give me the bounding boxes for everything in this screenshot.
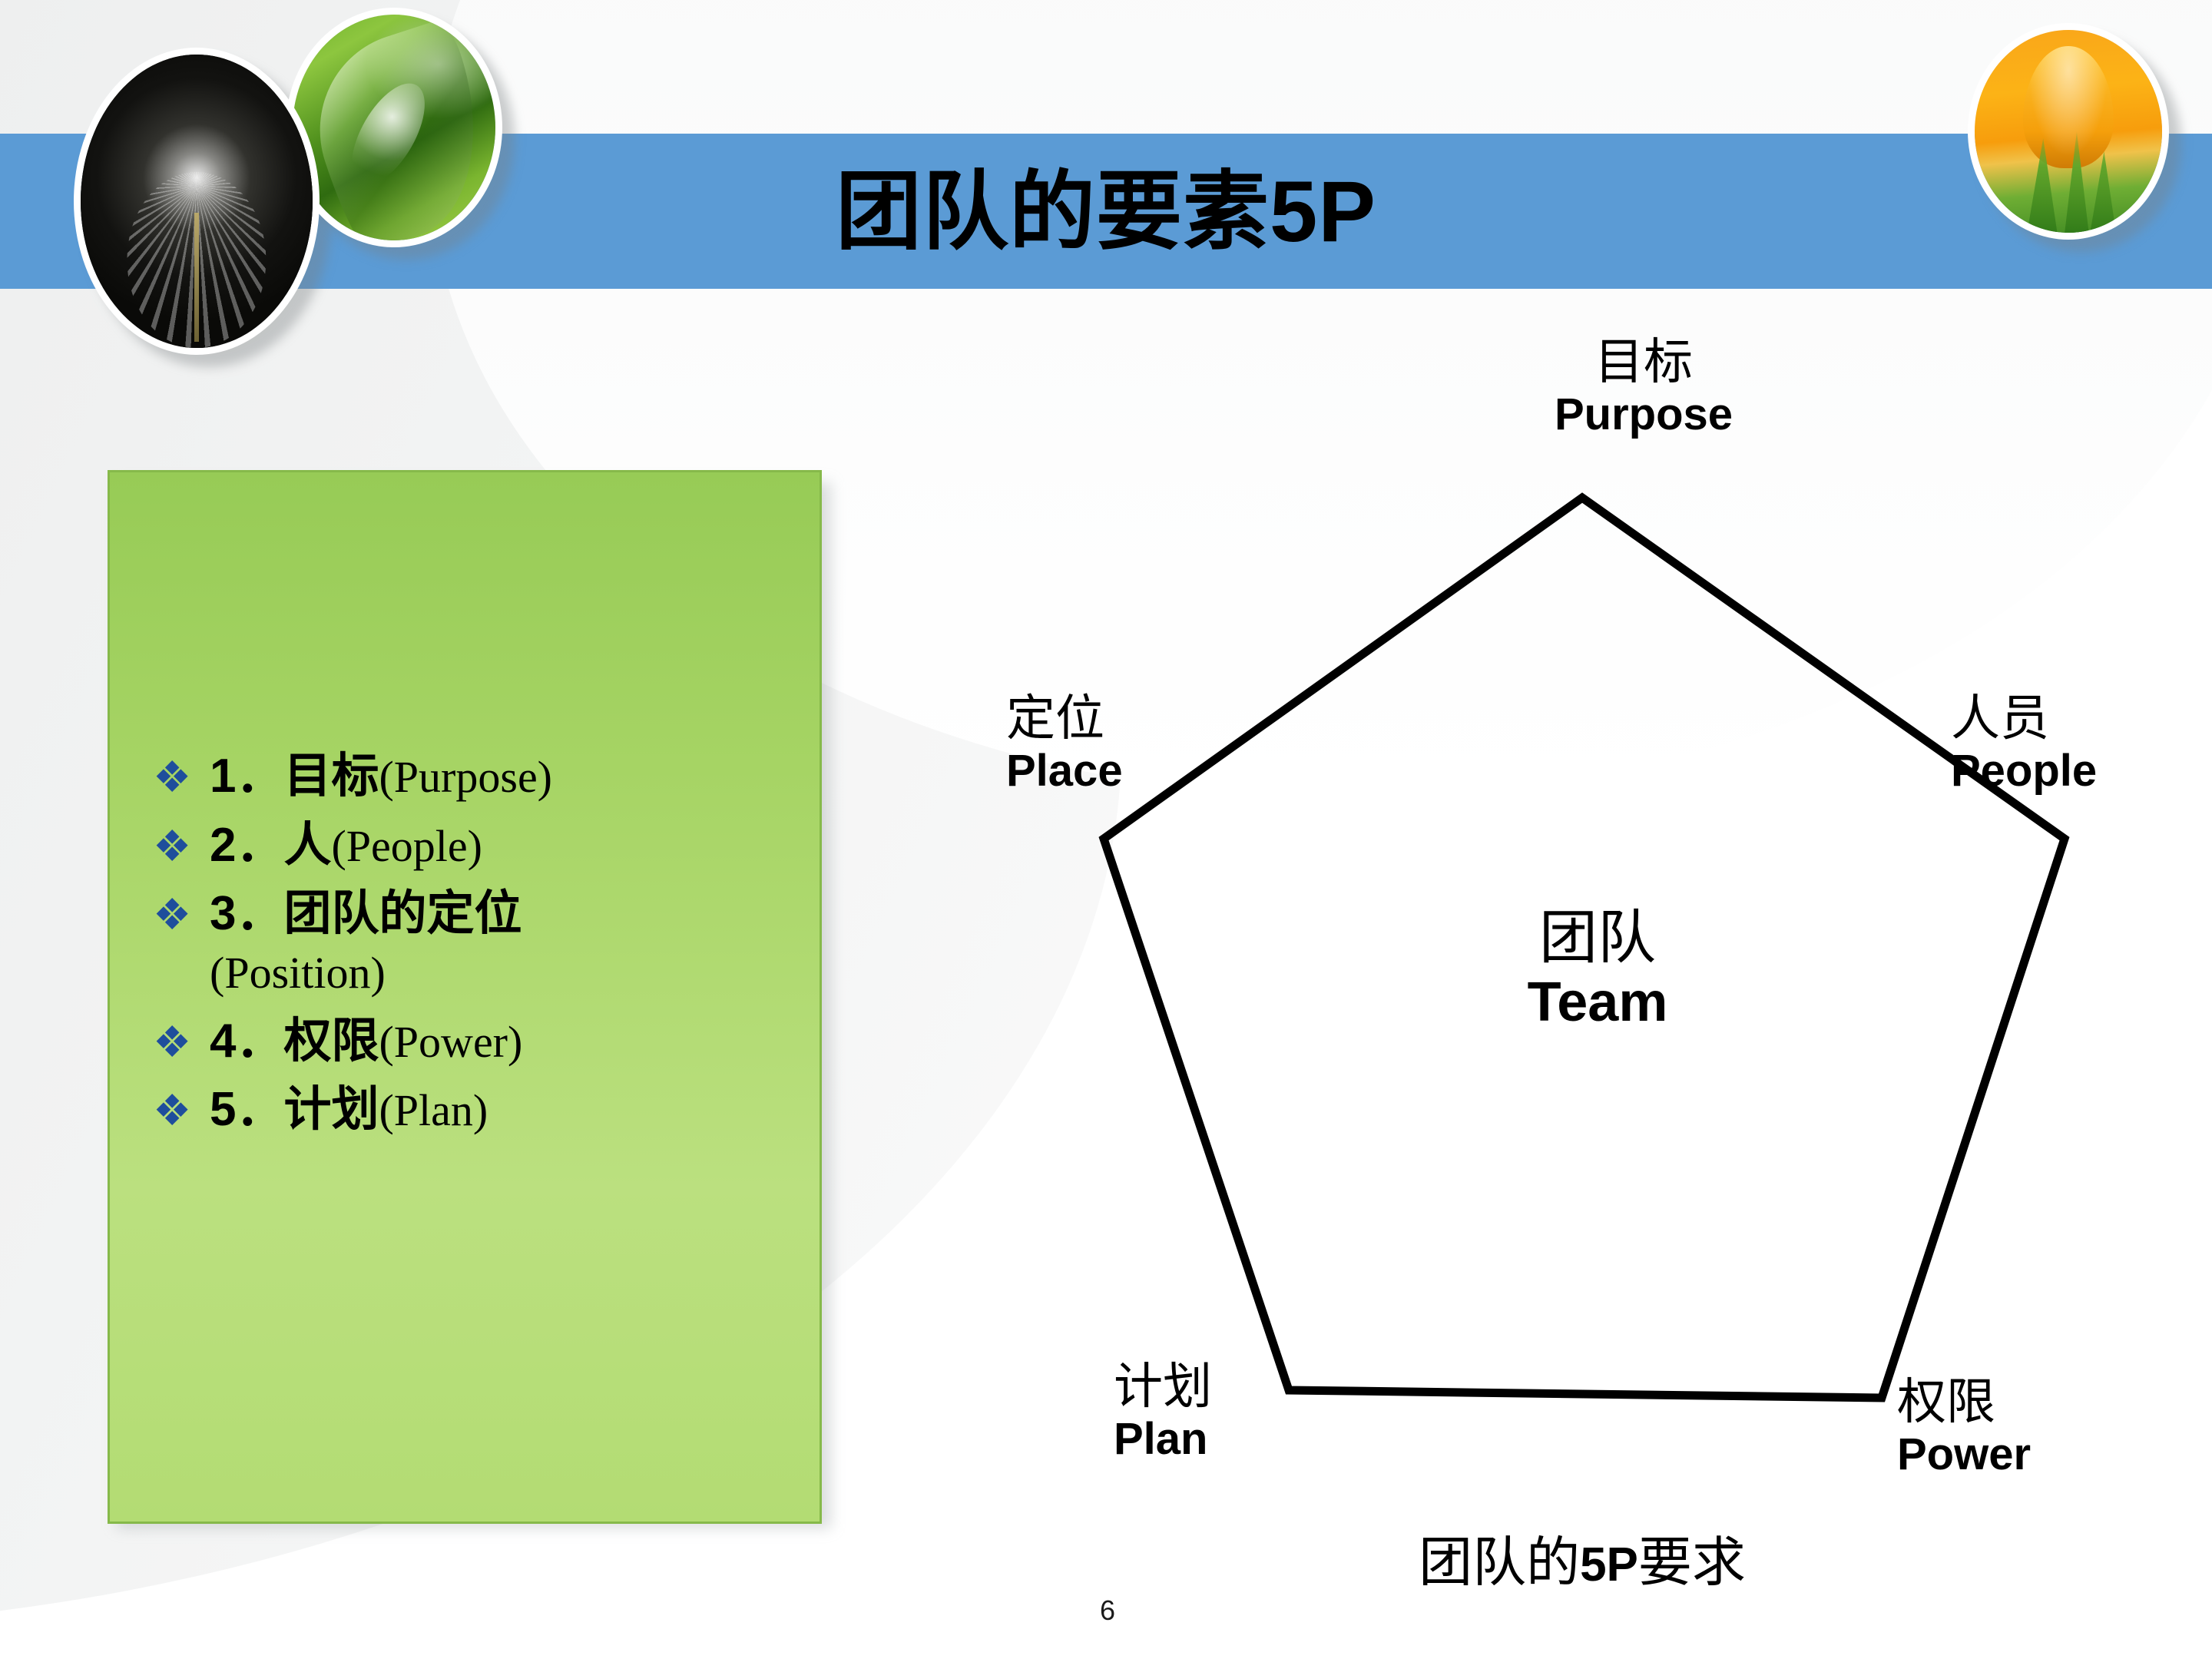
page-number: 6 xyxy=(1100,1594,1116,1626)
star-caption-pre: 团队的 xyxy=(1419,1534,1581,1593)
list-item: ❖ 5．计划(Plan) xyxy=(153,1081,796,1139)
diamond-bullet-icon: ❖ xyxy=(153,1017,192,1066)
star-diagram xyxy=(1022,307,2151,1659)
list-item: ❖ 3．团队的定位 (Position) xyxy=(153,885,796,1001)
list-item-en: (Power) xyxy=(379,1016,523,1067)
star-label-plan-cn: 计划 xyxy=(1114,1359,1212,1414)
star-caption-num: 5P xyxy=(1580,1538,1638,1591)
star-label-place-en: Place xyxy=(1006,745,1123,796)
list-item-en: (Position) xyxy=(210,947,386,998)
list-item-text: 4．权限(Power) xyxy=(210,1012,796,1071)
list-item-en: (People) xyxy=(331,820,482,871)
list-item: ❖ 2．人(People) xyxy=(153,816,796,875)
star-caption: 团队的5P要求 xyxy=(1198,1519,1966,1597)
pentagram-svg xyxy=(1098,492,2070,1402)
diamond-bullet-icon: ❖ xyxy=(153,821,192,870)
dandelion-image xyxy=(81,55,313,348)
page-title: 团队的要素5P xyxy=(836,164,1376,260)
star-label-purpose: 目标 Purpose xyxy=(1475,335,1813,440)
star-center-cn: 团队 xyxy=(1539,906,1656,971)
star-label-place: 定位 Place xyxy=(1006,691,1260,796)
list-item: ❖ 4．权限(Power) xyxy=(153,1012,796,1071)
tulip-image xyxy=(1975,30,2162,233)
bullet-list: ❖ 1．目标(Purpose) ❖ 2．人(People) ❖ 3．团队的定位 (… xyxy=(110,747,824,1150)
star-label-place-cn: 定位 xyxy=(1006,691,1104,746)
content-box: ❖ 1．目标(Purpose) ❖ 2．人(People) ❖ 3．团队的定位 (… xyxy=(108,470,822,1524)
dandelion-photo-circle xyxy=(74,48,320,355)
leaf-image xyxy=(293,15,495,240)
star-label-power: 权限 Power xyxy=(1897,1375,2151,1480)
star-center-label: 团队 Team xyxy=(1436,906,1759,1034)
tulip-photo-circle xyxy=(1968,23,2169,240)
star-label-power-cn: 权限 xyxy=(1897,1375,1995,1429)
diamond-bullet-icon: ❖ xyxy=(153,890,192,939)
list-item-cn: 5．计划 xyxy=(210,1083,379,1137)
list-item-text: 2．人(People) xyxy=(210,816,796,875)
list-item-text: 5．计划(Plan) xyxy=(210,1081,796,1139)
list-item-cn: 3．团队的定位 xyxy=(210,887,522,941)
list-item-en: (Purpose) xyxy=(379,752,552,802)
list-item: ❖ 1．目标(Purpose) xyxy=(153,747,796,806)
list-item-en: (Plan) xyxy=(379,1085,488,1136)
list-item-cn: 1．目标 xyxy=(210,750,379,803)
star-caption-post: 要求 xyxy=(1637,1534,1746,1593)
star-label-plan-en: Plan xyxy=(1114,1413,1208,1464)
diamond-bullet-icon: ❖ xyxy=(153,1086,192,1135)
list-item-cn: 2．人 xyxy=(210,818,332,872)
list-item-text: 3．团队的定位 (Position) xyxy=(210,885,796,1001)
star-label-people-cn: 人员 xyxy=(1951,691,2049,746)
star-label-plan: 计划 Plan xyxy=(1114,1359,1359,1465)
pentagram-path xyxy=(1098,492,2070,1402)
star-label-purpose-cn: 目标 xyxy=(1594,335,1693,389)
star-center-en: Team xyxy=(1527,972,1668,1034)
star-label-purpose-en: Purpose xyxy=(1554,389,1734,439)
list-item-text: 1．目标(Purpose) xyxy=(210,747,796,806)
list-item-cn: 4．权限 xyxy=(210,1014,379,1068)
diamond-bullet-icon: ❖ xyxy=(153,753,192,801)
star-label-power-en: Power xyxy=(1897,1429,2032,1479)
